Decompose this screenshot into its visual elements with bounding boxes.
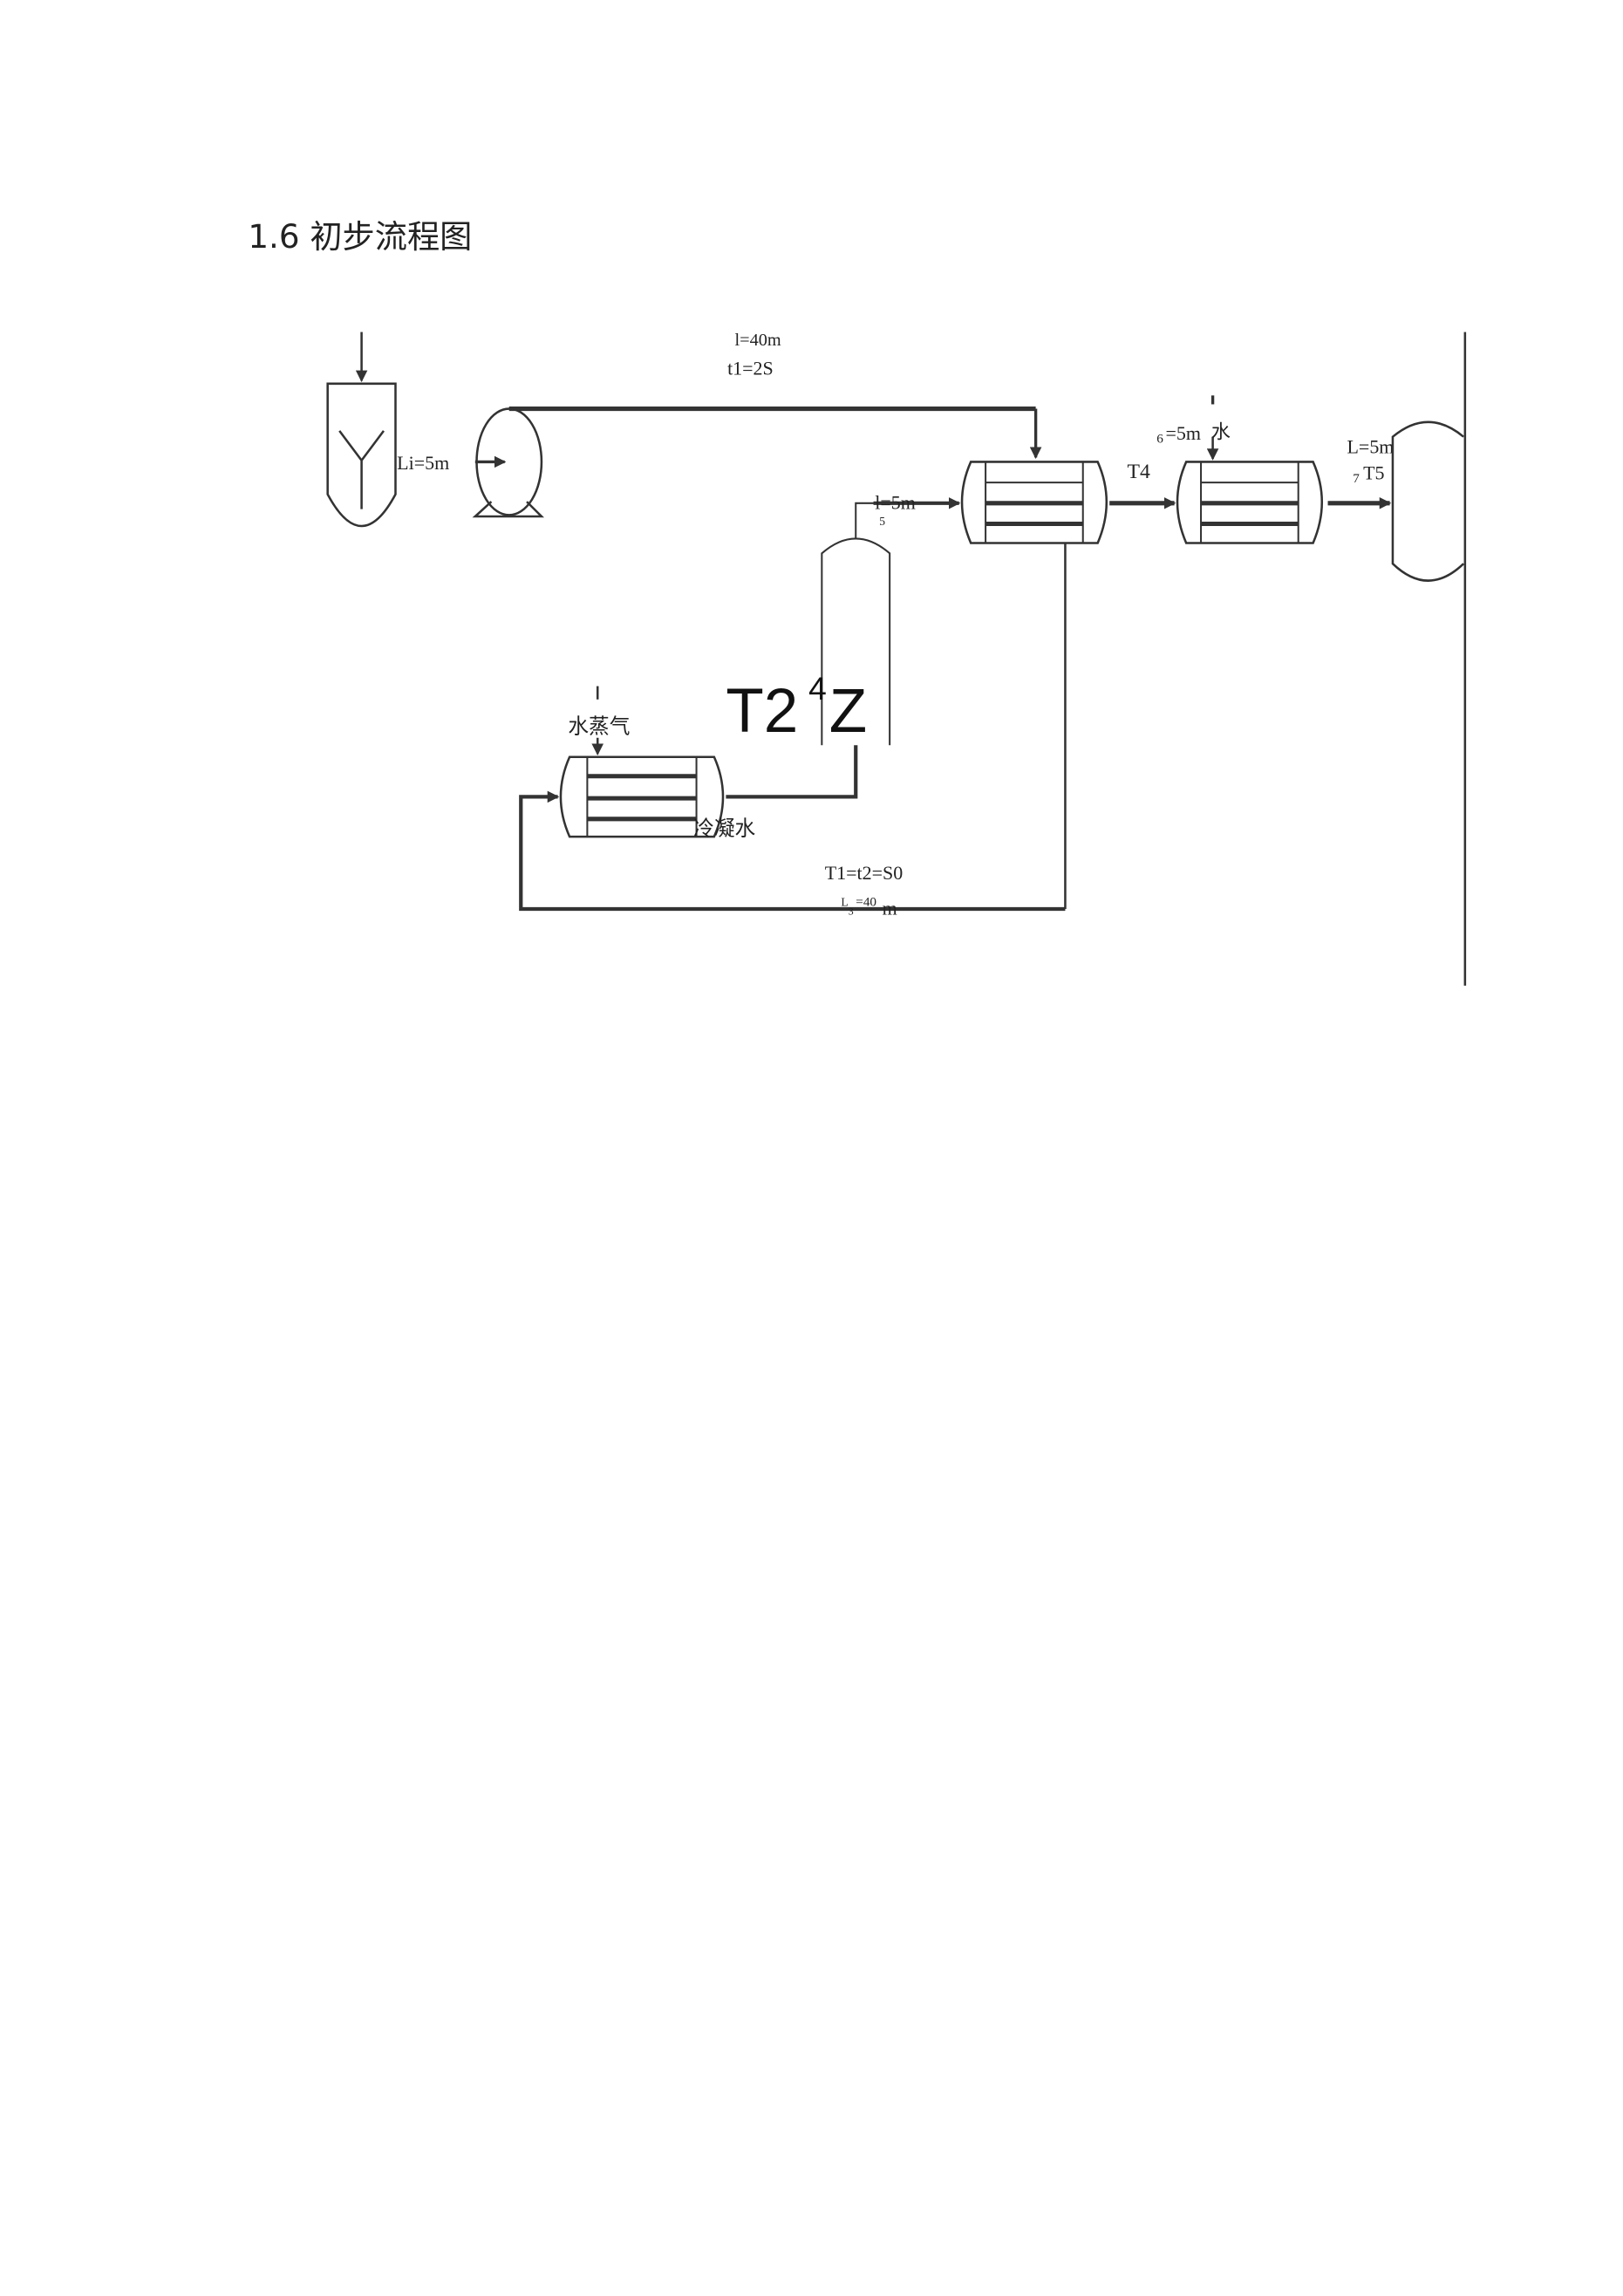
big-label-z: Z bbox=[829, 677, 867, 746]
label-l5-sub: 5 bbox=[879, 515, 885, 528]
label-t1t2: T1=t2=S0 bbox=[825, 862, 903, 884]
label-t5-sub: 7 bbox=[1353, 471, 1360, 486]
label-l3-unit: m bbox=[883, 898, 897, 919]
label-l7: L=5m bbox=[1347, 435, 1395, 457]
label-l6-sub: 6 bbox=[1156, 431, 1163, 446]
column-vessel bbox=[821, 497, 961, 746]
label-l1: l=40m bbox=[735, 331, 781, 350]
heat-exchanger-3 bbox=[559, 686, 725, 838]
label-l3-L: L bbox=[841, 896, 848, 909]
pipe-hx3-to-column bbox=[726, 745, 858, 799]
label-steam: 水蒸气 bbox=[568, 714, 630, 739]
heat-exchanger-1 bbox=[960, 461, 1108, 544]
pipe-recycle-loop bbox=[519, 790, 1066, 912]
label-t1: t1=2S bbox=[727, 358, 774, 379]
label-l3-val: =40 bbox=[856, 895, 876, 910]
label-l6: =5m bbox=[1165, 422, 1200, 444]
label-li: Li=5m bbox=[397, 452, 449, 474]
label-condensate: 冷凝水 bbox=[693, 816, 755, 840]
label-t4: T4 bbox=[1127, 461, 1149, 483]
big-label-t2: T2 bbox=[726, 677, 798, 746]
label-l5: l=5m bbox=[875, 492, 916, 514]
storage-tank bbox=[1391, 420, 1465, 582]
feed-hopper bbox=[326, 331, 397, 528]
label-l3-sub: 3 bbox=[849, 905, 854, 918]
big-label-sup: 4 bbox=[808, 670, 827, 707]
heat-exchanger-2 bbox=[1176, 395, 1324, 544]
label-water-in: 水 bbox=[1211, 421, 1231, 443]
label-t5: T5 bbox=[1363, 462, 1384, 484]
section-title: 1.6 初步流程图 bbox=[248, 217, 472, 256]
pump bbox=[472, 407, 545, 518]
